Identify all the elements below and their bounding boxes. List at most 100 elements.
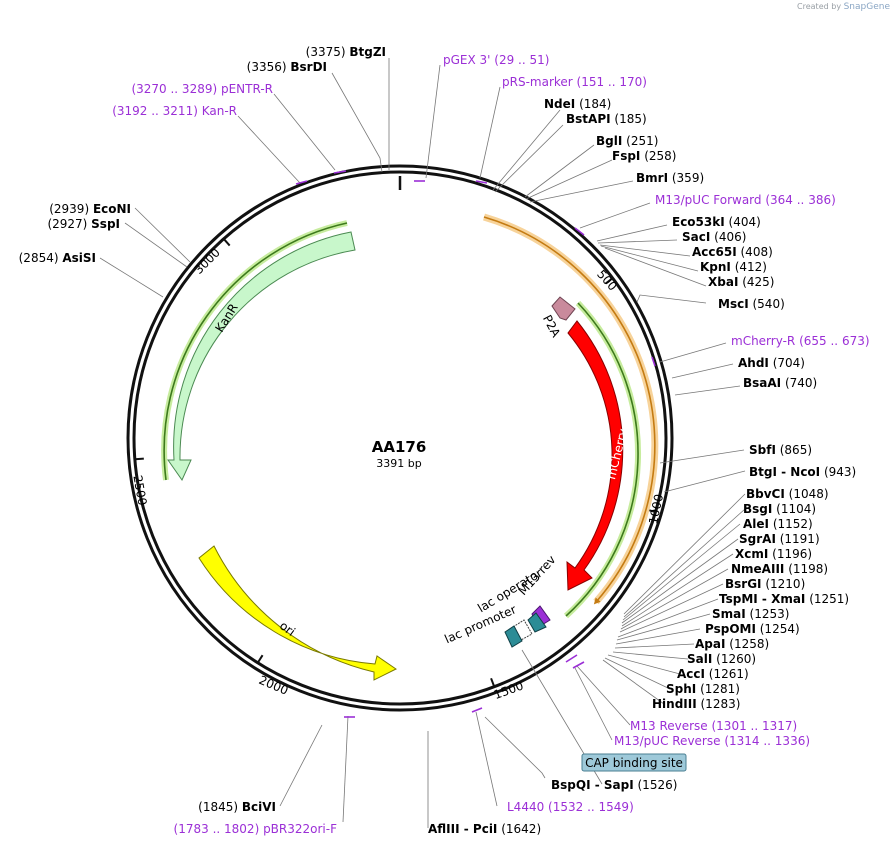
restriction-site-label: XbaI (425)	[708, 275, 775, 289]
site-position: (740)	[781, 376, 817, 390]
restriction-site-label: Eco53kI (404)	[672, 215, 761, 229]
site-name: BtgI - NcoI	[749, 465, 820, 479]
site-position: (184)	[575, 97, 611, 111]
site-name: TspMI - XmaI	[719, 592, 805, 606]
primer-name: pENTR-R	[221, 82, 273, 96]
site-position: (1260)	[712, 652, 756, 666]
site-name: NdeI	[544, 97, 575, 111]
site-position: (1191)	[776, 532, 820, 546]
site-name: SphI	[666, 682, 696, 696]
plasmid-name: AA176	[372, 438, 427, 456]
site-position: (1261)	[705, 667, 749, 681]
restriction-site-label: AccI (1261)	[677, 667, 749, 681]
restriction-site-label: BstAPI (185)	[566, 112, 647, 126]
primer-label: M13/pUC Forward (364 .. 386)	[655, 193, 836, 207]
site-position: (1258)	[725, 637, 769, 651]
restriction-site-label: (1845) BciVI	[198, 800, 276, 814]
site-position: (258)	[640, 149, 676, 163]
site-name: SmaI	[712, 607, 746, 621]
orange-orf-arc-core	[483, 216, 656, 605]
primer-name: M13/pUC Reverse	[614, 734, 721, 748]
site-name: SalI	[687, 652, 712, 666]
restriction-site-label: (2927) SspI	[47, 217, 120, 231]
restriction-site-label: ApaI (1258)	[695, 637, 769, 651]
site-name: FspI	[612, 149, 640, 163]
site-position: (185)	[611, 112, 647, 126]
restriction-site-label: BbvCI (1048)	[746, 487, 829, 501]
site-position: (1845)	[198, 800, 242, 814]
primer-range: (3192 .. 3211)	[112, 104, 202, 118]
snapgene-watermark: Created by SnapGene	[797, 2, 890, 12]
site-position: (1048)	[785, 487, 829, 501]
cap-binding-feature	[504, 625, 523, 648]
site-position: (1251)	[805, 592, 849, 606]
primer-label: L4440 (1532 .. 1549)	[507, 800, 634, 814]
site-name: BsrGI	[725, 577, 762, 591]
restriction-site-label: (3375) BtgZI	[306, 45, 386, 59]
restriction-site-label: HindIII (1283)	[652, 697, 740, 711]
site-position: (359)	[668, 171, 704, 185]
primer-marks	[295, 170, 656, 718]
restriction-site-label: MscI (540)	[718, 297, 785, 311]
site-name: AflIII - PciI	[428, 822, 497, 836]
cap-binding-site-label: CAP binding site	[585, 756, 683, 770]
restriction-site-label: NmeAIII (1198)	[731, 562, 828, 576]
site-position: (406)	[710, 230, 746, 244]
backbone-inner-ring	[132, 170, 668, 706]
restriction-site-label: XcmI (1196)	[735, 547, 812, 561]
site-position: (1104)	[772, 502, 816, 516]
p2a-feature	[551, 296, 576, 321]
primer-label: (3192 .. 3211) Kan-R	[112, 104, 237, 118]
cap-binding-site-box	[581, 753, 687, 772]
tick-mark	[222, 238, 231, 247]
restriction-site-label: SphI (1281)	[666, 682, 740, 696]
site-name: BsrDI	[290, 60, 327, 74]
site-position: (3375)	[306, 45, 350, 59]
restriction-site-label: BsaAI (740)	[743, 376, 817, 390]
lac-operator-feature	[527, 612, 547, 633]
primer-range: (29 .. 51)	[490, 53, 549, 67]
kanr-feature	[167, 231, 356, 482]
restriction-site-label: BspQI - SapI (1526)	[551, 778, 677, 792]
primer-label: pRS-marker (151 .. 170)	[502, 75, 647, 89]
site-name: BtgZI	[349, 45, 386, 59]
restriction-site-label: BmrI (359)	[636, 171, 704, 185]
site-name: BsgI	[743, 502, 772, 516]
mcherry-feature	[566, 320, 624, 591]
site-position: (2927)	[47, 217, 91, 231]
restriction-site-label: SacI (406)	[682, 230, 746, 244]
site-name: AhdI	[738, 356, 769, 370]
tick-mark	[604, 277, 614, 285]
site-name: AsiSI	[62, 251, 96, 265]
primer-range: (1301 .. 1317)	[708, 719, 798, 733]
ori-label: ori	[277, 619, 298, 640]
site-name: SgrAI	[739, 532, 776, 546]
site-name: BstAPI	[566, 112, 611, 126]
site-name: EcoNI	[93, 202, 131, 216]
site-name: SacI	[682, 230, 710, 244]
restriction-site-label: Acc65I (408)	[692, 245, 773, 259]
primer-range: (151 .. 170)	[573, 75, 647, 89]
restriction-site-label: KpnI (412)	[700, 260, 767, 274]
restriction-site-label: NdeI (184)	[544, 97, 611, 111]
site-position: (1281)	[696, 682, 740, 696]
site-position: (1642)	[497, 822, 541, 836]
restriction-site-label: SalI (1260)	[687, 652, 756, 666]
restriction-site-label: BtgI - NcoI (943)	[749, 465, 856, 479]
site-position: (1196)	[768, 547, 812, 561]
site-name: PspOMI	[705, 622, 756, 636]
connector-lines	[99, 58, 746, 828]
tick-label: 2500	[130, 474, 149, 507]
site-name: NmeAIII	[731, 562, 784, 576]
site-name: BsaAI	[743, 376, 781, 390]
created-by-text: Created by	[797, 2, 842, 11]
primer-label: (1783 .. 1802) pBR322ori-F	[174, 822, 338, 836]
site-position: (1526)	[634, 778, 678, 792]
restriction-site-label: (3356) BsrDI	[247, 60, 327, 74]
primer-label: M13/pUC Reverse (1314 .. 1336)	[614, 734, 810, 748]
ori-feature	[198, 545, 397, 681]
site-position: (404)	[725, 215, 761, 229]
site-name: HindIII	[652, 697, 697, 711]
primer-label: mCherry-R (655 .. 673)	[731, 334, 870, 348]
